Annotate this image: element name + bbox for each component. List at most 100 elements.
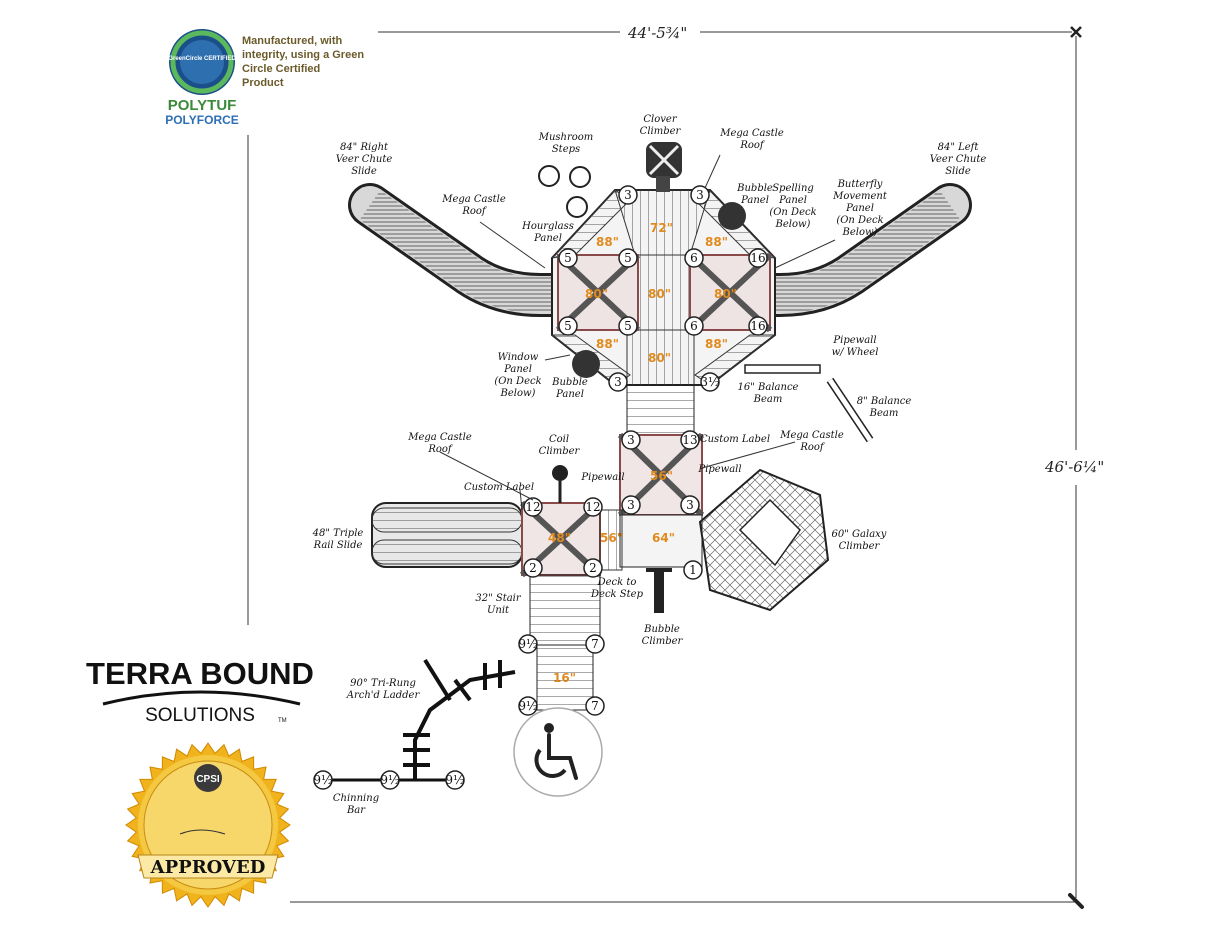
post-marker: 9½ — [445, 770, 465, 790]
post-marker: 12 — [583, 497, 603, 517]
label-line: Mega Castle — [441, 194, 506, 205]
post-number: 1 — [689, 563, 697, 577]
post-circle — [683, 560, 703, 580]
post-marker: 13 — [680, 430, 700, 450]
post-number: 2 — [529, 561, 537, 575]
post-number: 12 — [525, 500, 540, 514]
label-line: Butterfly — [837, 179, 883, 190]
polyforce-logo: POLYFORCE — [165, 113, 239, 127]
post-circle — [621, 430, 641, 450]
tagline-line: Manufactured, with — [242, 35, 343, 47]
post-circle — [518, 634, 538, 654]
label-line: Slide — [945, 166, 971, 177]
post-marker: 3 — [621, 495, 641, 515]
width-dimension: 44'-5¾" — [378, 24, 1072, 42]
label-line: Beam — [753, 394, 783, 405]
deck-heights: 72" 88" 88" 80" 80" 80" 88" 88" 80" 56" … — [548, 221, 737, 685]
label-line: 90° Tri-Rung — [350, 678, 416, 689]
post-marker: 7 — [585, 696, 605, 716]
triple-rail-slide — [371, 502, 523, 568]
height-label: 80" — [714, 287, 737, 301]
trademark-symbol: TM — [278, 718, 287, 724]
cpsi-logo: CPSI — [196, 774, 220, 785]
label-line: Roof — [427, 444, 454, 455]
post-marker: 16 — [748, 316, 768, 336]
pipewall-with-wheel — [744, 364, 821, 374]
label-line: 8" Balance — [857, 396, 912, 407]
pipewall-label: Pipewall — [580, 472, 624, 483]
label-line: Panel — [845, 203, 874, 214]
close-icon[interactable] — [1070, 26, 1082, 38]
bubble-panel — [572, 350, 600, 378]
wheelchair-icon — [513, 707, 603, 797]
post-number: 9½ — [518, 699, 537, 713]
post-circle — [684, 316, 704, 336]
label-line: Bubble — [736, 183, 773, 194]
label-line: 32" Stair — [475, 593, 522, 604]
post-circle — [618, 316, 638, 336]
label-line: Pipewall — [832, 335, 876, 346]
post-circle — [748, 316, 768, 336]
approved-text: APPROVED — [150, 857, 266, 878]
label-line: Unit — [487, 605, 510, 616]
label-line: Custom Label — [464, 482, 534, 493]
label-line: (On Deck — [769, 207, 816, 218]
post-circle — [748, 248, 768, 268]
post-number: 5 — [624, 319, 632, 333]
post-number: 7 — [591, 637, 599, 651]
label-line: Below) — [500, 388, 536, 399]
post-number: 9½ — [445, 773, 464, 787]
green-circle-tagline: Manufactured, with integrity, using a Gr… — [242, 35, 364, 89]
label-line: Veer Chute — [336, 154, 393, 165]
post-circle — [523, 558, 543, 578]
post-marker: 3 — [690, 185, 710, 205]
post-circle — [583, 497, 603, 517]
right-veer-chute-slide — [348, 183, 582, 317]
label-line: Panel — [503, 364, 532, 375]
label-line: Spelling — [772, 183, 814, 194]
company-name: TERRA BOUND — [86, 656, 314, 691]
height-label: 88" — [596, 235, 619, 249]
post-marker: 5 — [558, 248, 578, 268]
post-marker: 5 — [558, 316, 578, 336]
polytuf-logo: POLYTUF — [168, 97, 237, 114]
coil-climber — [552, 465, 568, 503]
label-line: Steps — [552, 144, 580, 155]
post-circle — [690, 185, 710, 205]
post-number: 3½ — [700, 375, 719, 389]
height-label: 80" — [585, 287, 608, 301]
label-line: 16" Balance — [738, 382, 799, 393]
post-marker: 3 — [621, 430, 641, 450]
mushroom-steps — [538, 165, 591, 218]
label-line: 48" Triple — [312, 528, 364, 539]
post-marker: 6 — [684, 248, 704, 268]
label-line: Roof — [461, 206, 488, 217]
height-dimension-label: 46'-6¼" — [1044, 458, 1104, 476]
label-line: Hourglass — [521, 221, 574, 232]
label-line: Beam — [869, 408, 899, 419]
label-line: Coil — [549, 434, 569, 445]
post-circle — [585, 634, 605, 654]
height-label: 48" — [548, 531, 571, 545]
terra-bound-logo: TERRA BOUND SOLUTIONS TM — [86, 656, 314, 726]
label-line: Veer Chute — [930, 154, 987, 165]
galaxy-climber — [698, 468, 830, 612]
post-number: 9½ — [313, 773, 332, 787]
post-number: 16 — [750, 319, 765, 333]
height-label: 64" — [652, 531, 675, 545]
label-line: Bubble — [643, 624, 680, 635]
label-line: Bubble — [551, 377, 588, 388]
leader-lines — [439, 154, 836, 511]
label-line: w/ Wheel — [832, 347, 879, 358]
